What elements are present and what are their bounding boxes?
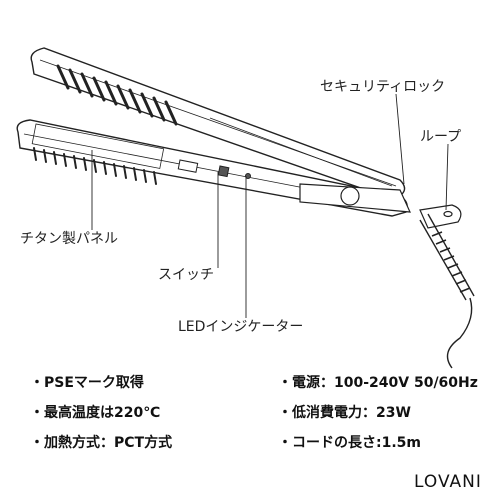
spec-text: 電源：100-240V 50/60Hz <box>292 375 478 391</box>
spec-text: 加熱方式：PCT方式 <box>44 435 173 451</box>
bullet: ・ <box>30 435 44 451</box>
spec-right-0: ・電源：100-240V 50/60Hz <box>278 372 478 392</box>
spec-right-1: ・低消費電力：23W <box>278 402 411 422</box>
brand-logo: LOVANI <box>414 472 482 492</box>
callout-led-indicator: LEDインジケーター <box>178 319 304 335</box>
security-lock-hinge <box>299 183 411 213</box>
bullet: ・ <box>30 375 44 391</box>
spec-left-0: ・PSEマーク取得 <box>30 372 144 392</box>
switch-and-led <box>177 159 251 179</box>
lower-comb-teeth <box>33 147 157 185</box>
bullet: ・ <box>278 375 292 391</box>
spec-text: 最高温度は220℃ <box>44 405 161 421</box>
spec-text: PSEマーク取得 <box>44 375 144 391</box>
bullet: ・ <box>30 405 44 421</box>
bullet: ・ <box>278 405 292 421</box>
spec-left-1: ・最高温度は220℃ <box>30 402 160 422</box>
callout-switch: スイッチ <box>158 267 214 283</box>
spec-text: コードの長さ:1.5m <box>292 435 421 451</box>
spec-text: 低消費電力：23W <box>292 405 411 421</box>
callout-lines <box>91 93 449 318</box>
callout-security-lock: セキュリティロック <box>320 79 446 95</box>
hanging-loop <box>419 204 462 229</box>
callout-titanium-panel: チタン製パネル <box>20 231 118 247</box>
spec-right-2: ・コードの長さ:1.5m <box>278 432 421 452</box>
bullet: ・ <box>278 435 292 451</box>
power-cord <box>419 213 475 369</box>
cord-ridges <box>431 231 471 293</box>
spec-left-2: ・加熱方式：PCT方式 <box>30 432 172 452</box>
callout-loop: ループ <box>420 129 462 145</box>
comb-teeth <box>56 64 178 126</box>
